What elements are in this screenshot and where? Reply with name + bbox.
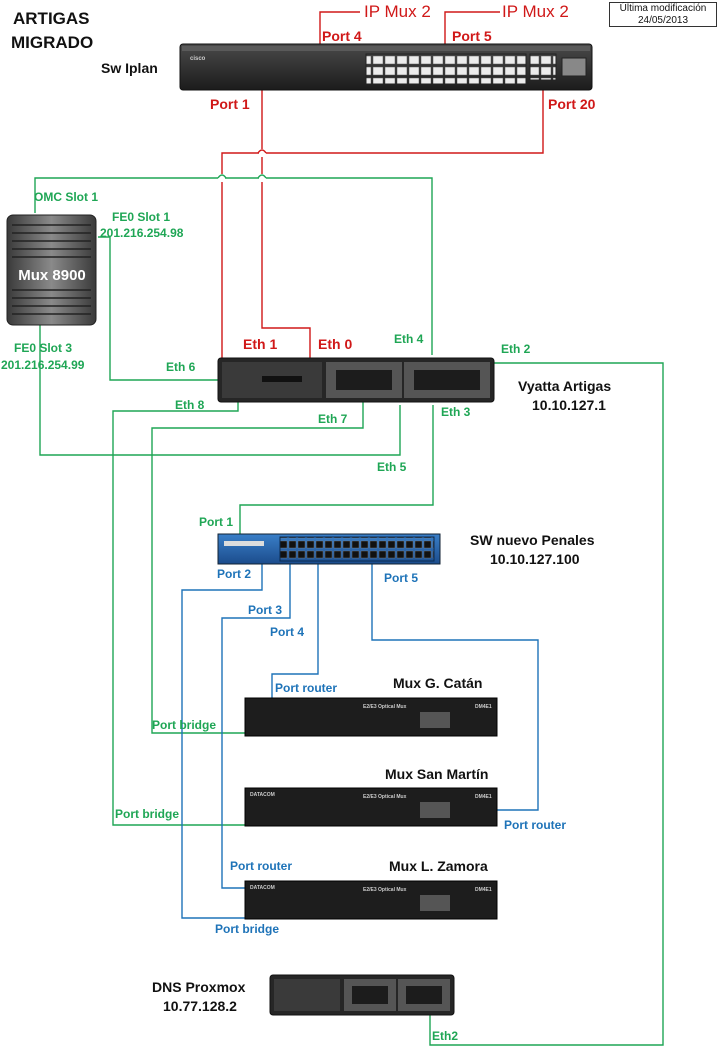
omc-slot-label: OMC Slot 1 bbox=[34, 190, 98, 204]
link-port3-router-zamora bbox=[221, 563, 291, 889]
fe0-slot1-label: FE0 Slot 1 bbox=[112, 210, 170, 224]
zamora-router-label: Port router bbox=[230, 859, 292, 873]
dns-eth2-label: Eth2 bbox=[432, 1029, 458, 1043]
link-eth8-bridge-sanmartin bbox=[112, 400, 245, 826]
vyatta-eth8-label: Eth 8 bbox=[175, 398, 205, 412]
dns-name: DNS Proxmox bbox=[152, 979, 246, 995]
dns-proxmox-device bbox=[269, 974, 455, 1016]
vyatta-eth2-label: Eth 2 bbox=[501, 342, 531, 356]
svg-text:cisco: cisco bbox=[190, 56, 206, 62]
link-omc-eth4 bbox=[34, 177, 433, 355]
zamora-bridge-label: Port bridge bbox=[215, 922, 279, 936]
link-eth2-dns bbox=[429, 362, 664, 1046]
svg-text:DM4E1: DM4E1 bbox=[475, 794, 492, 800]
green-links bbox=[34, 177, 664, 1046]
ip-mux-label-b: IP Mux 2 bbox=[502, 2, 569, 21]
mux-catan-device: E2/E3 Optical Mux DM4E1 bbox=[244, 697, 498, 737]
sw-penales-ip: 10.10.127.100 bbox=[490, 551, 580, 567]
sanmartin-router-label: Port router bbox=[504, 818, 566, 832]
sanmartin-bridge-label: Port bridge bbox=[115, 807, 179, 821]
dns-ip: 10.77.128.2 bbox=[163, 998, 237, 1014]
svg-text:DM4E1: DM4E1 bbox=[475, 887, 492, 893]
ip-mux-label-a: IP Mux 2 bbox=[364, 2, 431, 21]
fe0-slot3-label: FE0 Slot 3 bbox=[14, 341, 72, 355]
iplan-port20-label: Port 20 bbox=[548, 96, 596, 112]
sw-penales-device bbox=[217, 533, 441, 565]
vyatta-eth1-label: Eth 1 bbox=[243, 336, 277, 352]
link-port4-ipmux bbox=[319, 11, 360, 47]
link-fe0s1-eth6 bbox=[98, 236, 218, 381]
vyatta-device bbox=[217, 357, 495, 403]
catan-router-label: Port router bbox=[275, 681, 337, 695]
sw-penales-port1-label: Port 1 bbox=[199, 515, 233, 529]
title-line1: ARTIGAS bbox=[13, 9, 90, 28]
mux-catan-label: Mux G. Catán bbox=[393, 675, 482, 691]
vyatta-eth0-label: Eth 0 bbox=[318, 336, 352, 352]
link-eth3-swport1 bbox=[239, 405, 434, 535]
fe0-slot3-ip: 201.216.254.99 bbox=[1, 358, 85, 372]
vyatta-eth4-label: Eth 4 bbox=[394, 332, 424, 346]
vyatta-ip: 10.10.127.1 bbox=[532, 397, 606, 413]
mux-zamora-device: DATACOM E2/E3 Optical Mux DM4E1 bbox=[244, 880, 498, 920]
sw-penales-port2-label: Port 2 bbox=[217, 567, 251, 581]
vyatta-eth7-label: Eth 7 bbox=[318, 412, 348, 426]
mux-sanmartin-label: Mux San Martín bbox=[385, 766, 488, 782]
title-line2: MIGRADO bbox=[11, 33, 93, 52]
vyatta-eth6-label: Eth 6 bbox=[166, 360, 196, 374]
mux8900-label: Mux 8900 bbox=[18, 267, 86, 284]
vyatta-name: Vyatta Artigas bbox=[518, 378, 611, 394]
link-port1-eth0 bbox=[261, 78, 311, 365]
vyatta-eth3-label: Eth 3 bbox=[441, 405, 471, 419]
link-port4-router-catan bbox=[271, 563, 319, 698]
vyatta-eth5-label: Eth 5 bbox=[377, 460, 407, 474]
sw-penales-port4-label: Port 4 bbox=[270, 625, 304, 639]
mux-sanmartin-device: DATACOM E2/E3 Optical Mux DM4E1 bbox=[244, 787, 498, 827]
link-port5-ipmux bbox=[444, 11, 500, 47]
sw-iplan-device: cisco bbox=[179, 43, 593, 91]
link-port20-eth1 bbox=[221, 88, 544, 365]
fe0-slot1-ip: 201.216.254.98 bbox=[100, 226, 184, 240]
last-modified-date: 24/05/2013 bbox=[637, 15, 689, 26]
iplan-port4-label: Port 4 bbox=[322, 28, 362, 44]
link-port2-bridge-zamora bbox=[181, 563, 263, 919]
link-port5-router-sanmartin bbox=[371, 563, 539, 811]
svg-text:E2/E3 Optical Mux: E2/E3 Optical Mux bbox=[363, 887, 407, 893]
last-modified-note: Última modificación 24/05/2013 bbox=[609, 2, 717, 27]
blue-links bbox=[181, 563, 539, 919]
link-eth7-bridge-catan bbox=[151, 400, 364, 734]
iplan-port5-label: Port 5 bbox=[452, 28, 492, 44]
svg-text:DATACOM: DATACOM bbox=[250, 885, 275, 891]
sw-penales-port5-label: Port 5 bbox=[384, 571, 418, 585]
mux-zamora-label: Mux L. Zamora bbox=[389, 858, 488, 874]
sw-penales-port3-label: Port 3 bbox=[248, 603, 282, 617]
red-links bbox=[221, 11, 544, 365]
mux8900-device: Mux 8900 bbox=[6, 214, 97, 326]
svg-text:DATACOM: DATACOM bbox=[250, 792, 275, 798]
sw-iplan-label: Sw Iplan bbox=[101, 60, 158, 76]
svg-text:E2/E3 Optical Mux: E2/E3 Optical Mux bbox=[363, 704, 407, 710]
svg-text:DM4E1: DM4E1 bbox=[475, 704, 492, 710]
iplan-port1-label: Port 1 bbox=[210, 96, 250, 112]
sw-penales-name: SW nuevo Penales bbox=[470, 532, 595, 548]
last-modified-label: Última modificación bbox=[619, 3, 707, 14]
svg-text:E2/E3 Optical Mux: E2/E3 Optical Mux bbox=[363, 794, 407, 800]
link-fe0s3-eth5 bbox=[39, 325, 401, 456]
catan-bridge-label: Port bridge bbox=[152, 718, 216, 732]
